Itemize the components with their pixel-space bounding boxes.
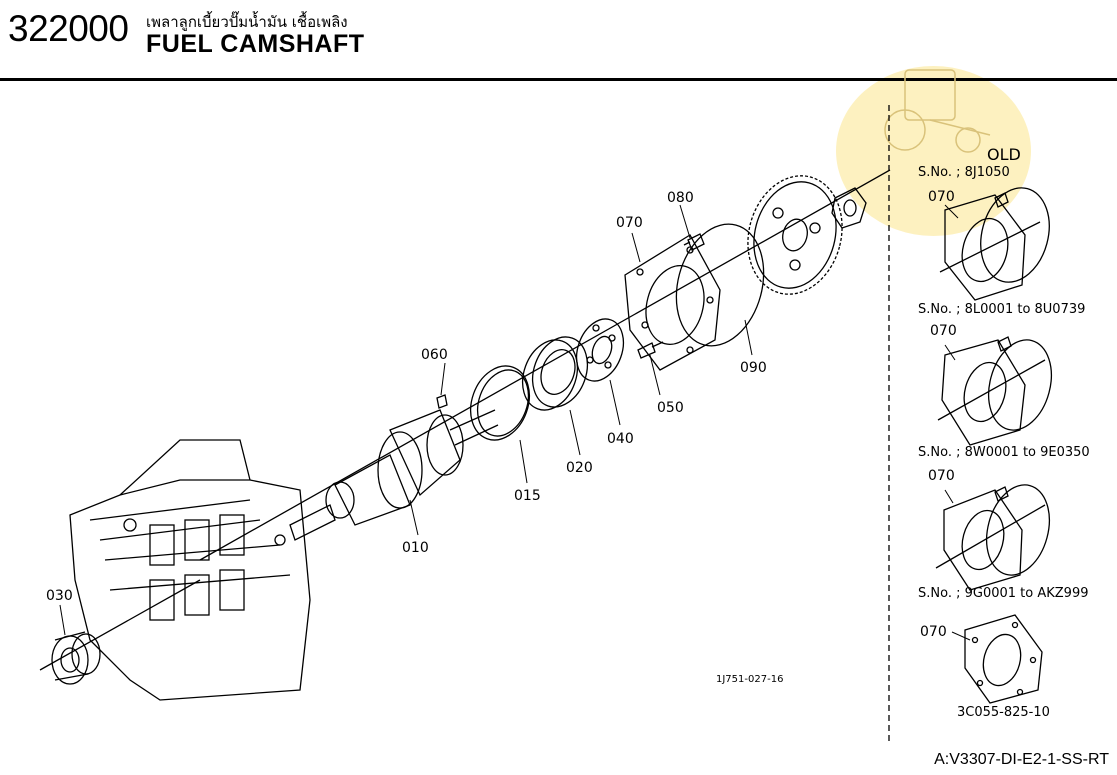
variant-1-serial: S.No. ; 8J1050 — [918, 165, 1010, 180]
watermark-circle — [836, 66, 1031, 236]
page-number: 322000 — [8, 8, 129, 49]
callout-015: 015 — [514, 488, 541, 504]
nut — [831, 187, 867, 229]
variant-4-serial: S.No. ; 9G0001 to AKZ999 — [918, 586, 1089, 601]
callout-030: 030 — [46, 588, 73, 604]
variant-1-part: 070 — [928, 189, 955, 205]
plate-070 — [624, 234, 721, 371]
callout-040: 040 — [607, 431, 634, 447]
variant-2-drawing — [937, 336, 1052, 446]
bolt-080 — [683, 233, 705, 251]
gear — [747, 175, 843, 295]
page-title: FUEL CAMSHAFT — [146, 30, 365, 58]
ring-090 — [675, 223, 765, 347]
variant-old-label: OLD — [987, 145, 1021, 164]
page-title-thai: เพลาลูกเบี้ยวปั๊มน้ำมัน เชื้อเพลิง — [146, 13, 348, 31]
callout-010: 010 — [402, 540, 429, 556]
tractor-icon — [884, 69, 991, 153]
leader-lines — [59, 204, 971, 641]
header-divider — [0, 78, 1117, 81]
variant-4-drawing — [964, 614, 1043, 704]
callout-060: 060 — [421, 347, 448, 363]
bearing-030 — [51, 631, 101, 685]
variant-4-code: 3C055-825-10 — [957, 705, 1050, 720]
key-060 — [436, 394, 448, 409]
variant-4-part: 070 — [920, 624, 947, 640]
callout-090: 090 — [740, 360, 767, 376]
figure-code: 1J751-027-16 — [716, 674, 783, 685]
variant-1-drawing — [939, 187, 1050, 301]
callout-050: 050 — [657, 400, 684, 416]
callout-020: 020 — [566, 460, 593, 476]
variant-3-serial: S.No. ; 8W0001 to 9E0350 — [918, 445, 1090, 460]
footer-code: A:V3307-DI-E2-1-SS-RT — [934, 751, 1109, 768]
variant-3-part: 070 — [928, 468, 955, 484]
variant-2-part: 070 — [930, 323, 957, 339]
callout-080: 080 — [667, 190, 694, 206]
variant-2-serial: S.No. ; 8L0001 to 8U0739 — [918, 302, 1085, 317]
retainer-040 — [575, 318, 625, 382]
bearing-020 — [521, 336, 589, 411]
callout-070: 070 — [616, 215, 643, 231]
variant-3-drawing — [935, 484, 1050, 591]
camshaft-010 — [289, 409, 499, 541]
ring-015 — [470, 365, 530, 441]
housing-drawing — [69, 439, 311, 701]
